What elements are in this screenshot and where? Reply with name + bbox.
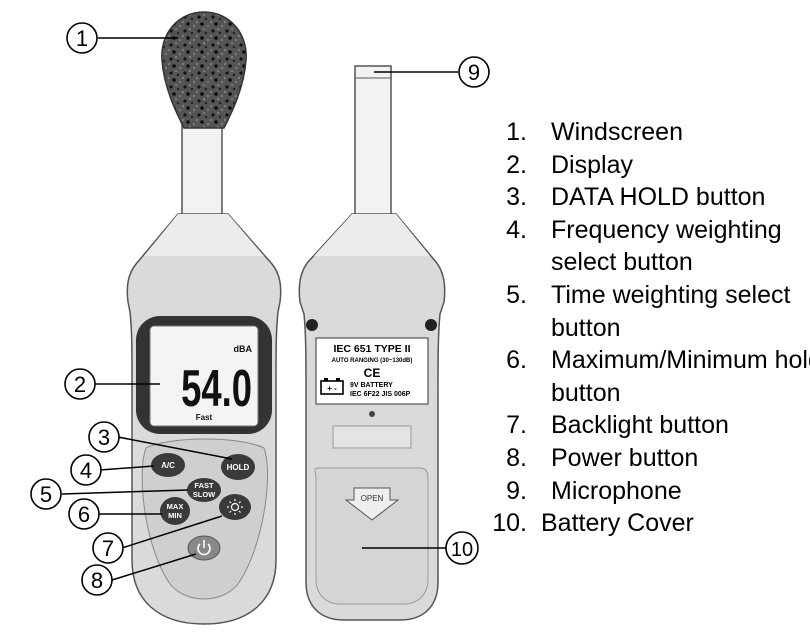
svg-text:10: 10: [451, 539, 473, 561]
center-screw: [369, 411, 375, 417]
parts-legend: 1.Windscreen 2.Display 3.DATA HOLD butto…: [474, 116, 810, 540]
legend-item: 10.Battery Cover: [492, 509, 694, 538]
legend-item: 1.Windscreen: [506, 118, 683, 146]
svg-text:6: 6: [78, 502, 90, 527]
svg-text:2: 2: [74, 372, 86, 397]
svg-text:MAX: MAX: [167, 502, 184, 511]
svg-text:9: 9: [468, 60, 480, 85]
callout-6: 6: [68, 498, 100, 530]
front-meter: dBA 54.0 Fast A/C HOLD FAST SLOW MAX MIN: [126, 11, 282, 625]
spec-label-battery: 9V BATTERY: [350, 382, 393, 389]
svg-text:MIN: MIN: [168, 511, 182, 520]
display-unit: dBA: [234, 344, 253, 354]
callout-2: 2: [64, 368, 96, 400]
microphone: [354, 65, 392, 217]
sun-icon: [227, 499, 243, 515]
spec-label-range: AUTO RANGING (30~130dB): [332, 358, 413, 364]
svg-text:1: 1: [76, 26, 88, 51]
legend-item: 9.Microphone: [506, 476, 682, 505]
fast-slow-button[interactable]: FAST SLOW: [187, 478, 221, 502]
legend-item: 5.Time weighting select button: [506, 280, 791, 342]
svg-text:7: 7: [102, 536, 114, 561]
open-label: OPEN: [361, 494, 384, 503]
spec-label-ce: CE: [364, 366, 381, 380]
leader-lines: [61, 37, 458, 581]
hold-button[interactable]: HOLD: [221, 454, 255, 480]
screw-top-left: [306, 319, 318, 331]
callout-1: 1: [66, 22, 98, 54]
max-min-button[interactable]: MAX MIN: [160, 497, 190, 525]
display: [149, 325, 259, 427]
svg-text:SLOW: SLOW: [193, 490, 216, 499]
spec-label: [315, 337, 429, 405]
legend-item: 7.Backlight button: [506, 411, 729, 440]
callout-10: 10: [445, 531, 479, 565]
backlight-button[interactable]: [219, 494, 251, 520]
back-meter: IEC 651 TYPE II AUTO RANGING (30~130dB) …: [298, 65, 446, 621]
battery-icon: + -: [320, 378, 344, 395]
spec-label-title: IEC 651 TYPE II: [333, 343, 410, 355]
battery-cover-tab: [332, 425, 412, 449]
svg-text:+ -: + -: [327, 384, 337, 393]
svg-text:A/C: A/C: [161, 461, 175, 470]
power-button[interactable]: [187, 535, 221, 561]
svg-text:HOLD: HOLD: [227, 463, 250, 472]
power-icon: [197, 540, 211, 556]
callout-9: 9: [458, 56, 490, 88]
callout-7: 7: [92, 532, 124, 564]
screw-top-right: [425, 319, 437, 331]
a-c-button[interactable]: A/C: [151, 453, 185, 477]
legend-item: 3.DATA HOLD button: [506, 183, 766, 212]
open-arrow-icon: OPEN: [344, 487, 400, 521]
svg-text:8: 8: [91, 568, 103, 593]
svg-text:4: 4: [80, 458, 92, 483]
svg-text:FAST: FAST: [194, 481, 214, 490]
svg-text:3: 3: [98, 425, 110, 450]
callout-5: 5: [30, 478, 62, 510]
display-reading: 54.0: [181, 358, 252, 417]
legend-item: 6.Maximum/Minimum hold button: [506, 346, 810, 407]
legend-item: 8.Power button: [506, 443, 699, 472]
windscreen: [161, 11, 247, 129]
callout-8: 8: [81, 564, 113, 596]
spec-label-standard: IEC 6F22 JIS 006P: [350, 391, 411, 398]
callout-3: 3: [88, 421, 120, 453]
front-microphone-stem: [181, 119, 223, 221]
svg-text:5: 5: [40, 482, 52, 507]
display-mode: Fast: [196, 413, 213, 422]
battery-cover[interactable]: [314, 467, 429, 605]
legend-item: 4.Frequency weighting select button: [506, 215, 782, 277]
callout-4: 4: [70, 454, 102, 486]
legend-item: 2.Display: [506, 150, 633, 179]
